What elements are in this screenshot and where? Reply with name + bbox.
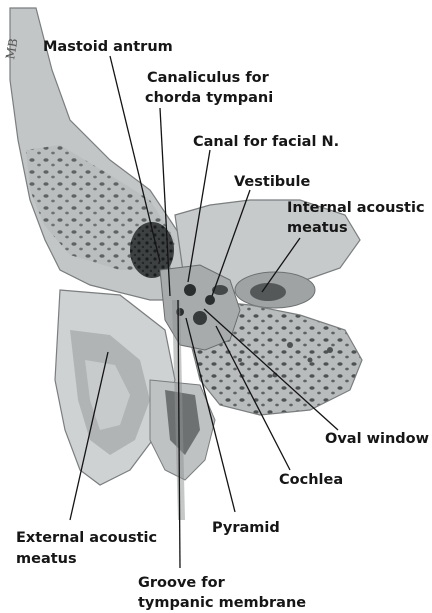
label-external-line2: meatus <box>16 551 77 567</box>
label-canaliculus-line2: chorda tympani <box>145 90 273 106</box>
label-vestibule: Vestibule <box>234 174 310 190</box>
label-mastoid-antrum: Mastoid antrum <box>43 39 173 55</box>
label-groove-line1: Groove for <box>138 575 226 591</box>
label-internal-line1: Internal acoustic <box>287 200 425 216</box>
label-canaliculus-line1: Canaliculus for <box>147 70 270 86</box>
label-canal-facial: Canal for facial N. <box>193 134 339 150</box>
label-groove-line2: tympanic membrane <box>138 595 306 611</box>
label-external-line1: External acoustic <box>16 530 157 546</box>
label-oval-window: Oval window <box>325 431 429 447</box>
label-internal-line2: meatus <box>287 220 348 236</box>
label-pyramid: Pyramid <box>212 520 280 536</box>
label-cochlea: Cochlea <box>279 472 343 488</box>
